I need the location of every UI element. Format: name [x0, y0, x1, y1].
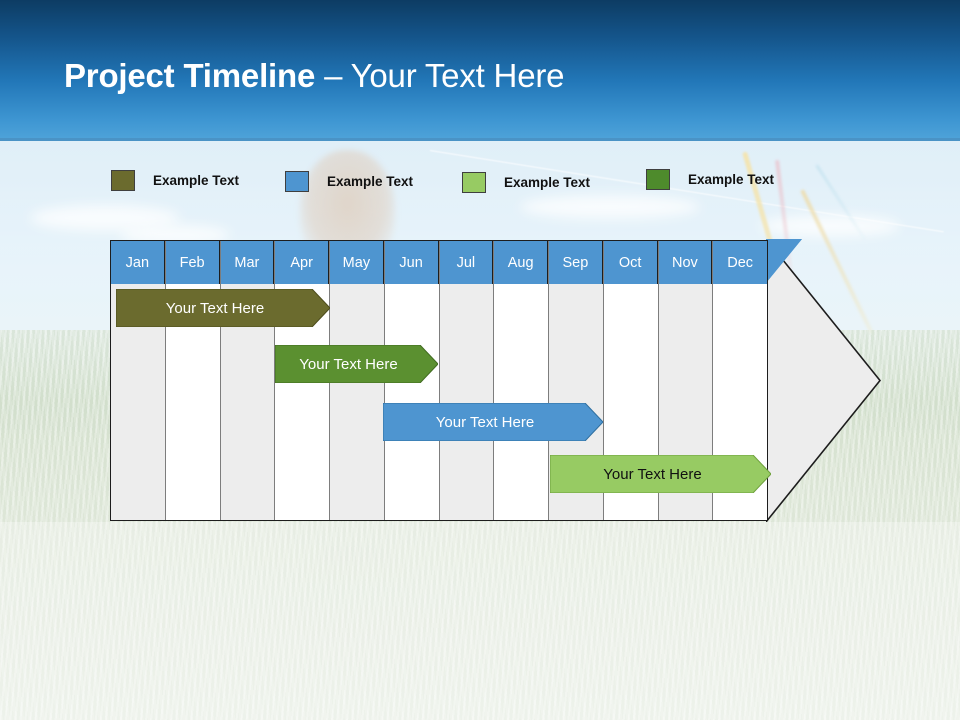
task-bar-label: Your Text Here: [165, 299, 265, 317]
month-column-jul[interactable]: Jul: [439, 241, 495, 520]
month-column-feb[interactable]: Feb: [165, 241, 221, 520]
legend-label: Example Text: [327, 174, 414, 189]
month-column-jan[interactable]: Jan: [111, 241, 166, 520]
legend-swatch-icon: [111, 170, 135, 191]
month-header-sep: Sep: [549, 241, 603, 284]
header-divider: [0, 138, 960, 141]
month-header-aug: Aug: [494, 241, 548, 284]
month-header-mar: Mar: [220, 241, 275, 284]
task-bar-4[interactable]: Your Text Here: [550, 455, 771, 493]
task-bar-label: Your Text Here: [435, 413, 535, 431]
month-header-may: May: [330, 241, 384, 284]
month-header-jul: Jul: [439, 241, 494, 284]
page-title: Project Timeline – Your Text Here: [64, 57, 564, 95]
month-header-oct: Oct: [603, 241, 658, 284]
month-header-jan: Jan: [111, 241, 165, 284]
cloud: [520, 195, 700, 219]
timeline-arrow-tip: [766, 239, 882, 522]
month-header-nov: Nov: [658, 241, 713, 284]
month-header-dec: Dec: [713, 241, 767, 284]
task-bar-label: Your Text Here: [299, 355, 398, 373]
legend-label: Example Text: [153, 173, 240, 188]
legend-item-3[interactable]: Example Text: [462, 172, 590, 193]
task-bar-3[interactable]: Your Text Here: [383, 403, 603, 441]
header-band: [0, 0, 960, 140]
title-rest-part: – Your Text Here: [315, 57, 565, 94]
legend-swatch-icon: [462, 172, 486, 193]
legend-item-1[interactable]: Example Text: [111, 170, 239, 191]
month-header-jun: Jun: [384, 241, 439, 284]
title-bold-part: Project Timeline: [64, 57, 316, 94]
month-column-mar[interactable]: Mar: [220, 241, 276, 520]
month-header-feb: Feb: [165, 241, 220, 284]
legend-swatch-icon: [285, 171, 309, 192]
legend-swatch-icon: [646, 169, 670, 190]
task-bar-label: Your Text Here: [603, 465, 702, 483]
legend-item-2[interactable]: Example Text: [285, 171, 413, 192]
cloud: [760, 215, 900, 237]
legend-item-4[interactable]: Example Text: [646, 169, 774, 190]
legend-label: Example Text: [504, 175, 591, 190]
task-bar-1[interactable]: Your Text Here: [116, 289, 330, 327]
month-column-aug[interactable]: Aug: [494, 241, 549, 520]
task-bar-2[interactable]: Your Text Here: [275, 345, 438, 383]
legend-label: Example Text: [688, 172, 775, 187]
month-header-apr: Apr: [275, 241, 329, 284]
